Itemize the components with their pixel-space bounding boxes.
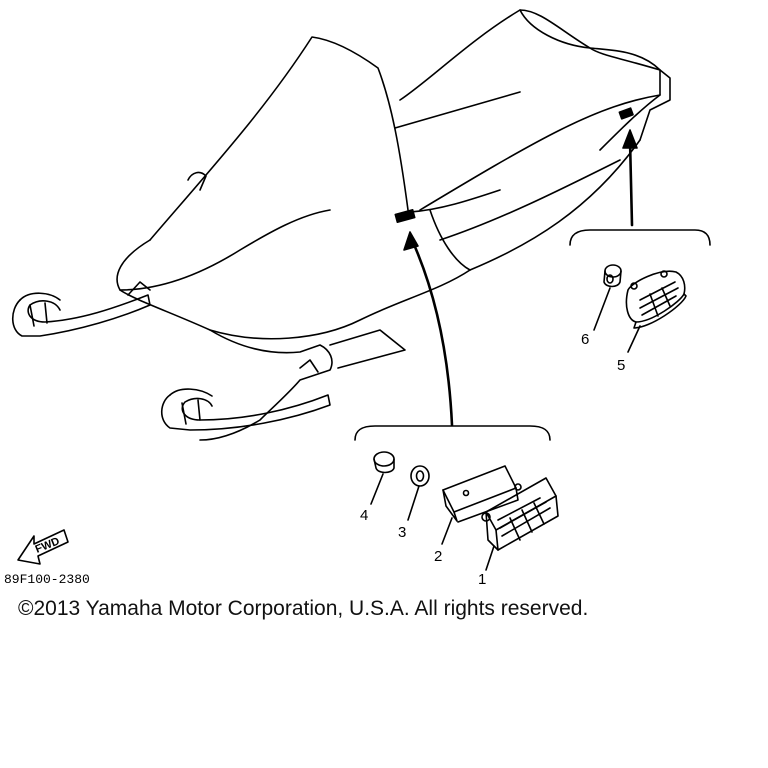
callout-4: 4 <box>360 507 368 524</box>
copyright-notice: ©2013 Yamaha Motor Corporation, U.S.A. A… <box>18 597 589 620</box>
callout-5: 5 <box>617 357 625 374</box>
decal-mark-front <box>394 209 416 223</box>
callout-1: 1 <box>478 571 486 588</box>
part-6-spacer <box>603 264 622 288</box>
callout-2: 2 <box>434 548 442 565</box>
part-2-reflector-base <box>442 465 519 523</box>
part-1-reflector <box>481 477 559 551</box>
seat <box>399 9 661 211</box>
running-board <box>329 329 406 369</box>
callout-leaders <box>370 287 641 571</box>
part-number: 89F100-2380 <box>4 572 90 587</box>
part-4-spacer <box>373 451 395 474</box>
arrow-rear <box>628 138 634 227</box>
snowmobile-outline <box>11 9 671 441</box>
windshield <box>149 36 409 241</box>
side-panel <box>199 329 333 441</box>
ski-right <box>160 394 331 431</box>
part-3-clip <box>410 465 430 487</box>
callout-3: 3 <box>398 524 406 541</box>
hood-line <box>119 209 331 291</box>
group-brackets <box>354 229 711 441</box>
fwd-arrow-icon: FWD <box>17 529 69 565</box>
part-5-reflector <box>625 270 687 329</box>
ski-left <box>11 294 151 337</box>
bracket-rear <box>569 229 711 246</box>
callout-6: 6 <box>581 331 589 348</box>
rear-bumper <box>639 69 671 141</box>
fwd-label: FWD <box>34 535 62 556</box>
leader-arrows <box>403 129 638 427</box>
bracket-front <box>354 425 551 441</box>
decal-mark-rear <box>618 107 634 120</box>
hood <box>116 239 471 340</box>
arrow-front <box>410 238 454 427</box>
